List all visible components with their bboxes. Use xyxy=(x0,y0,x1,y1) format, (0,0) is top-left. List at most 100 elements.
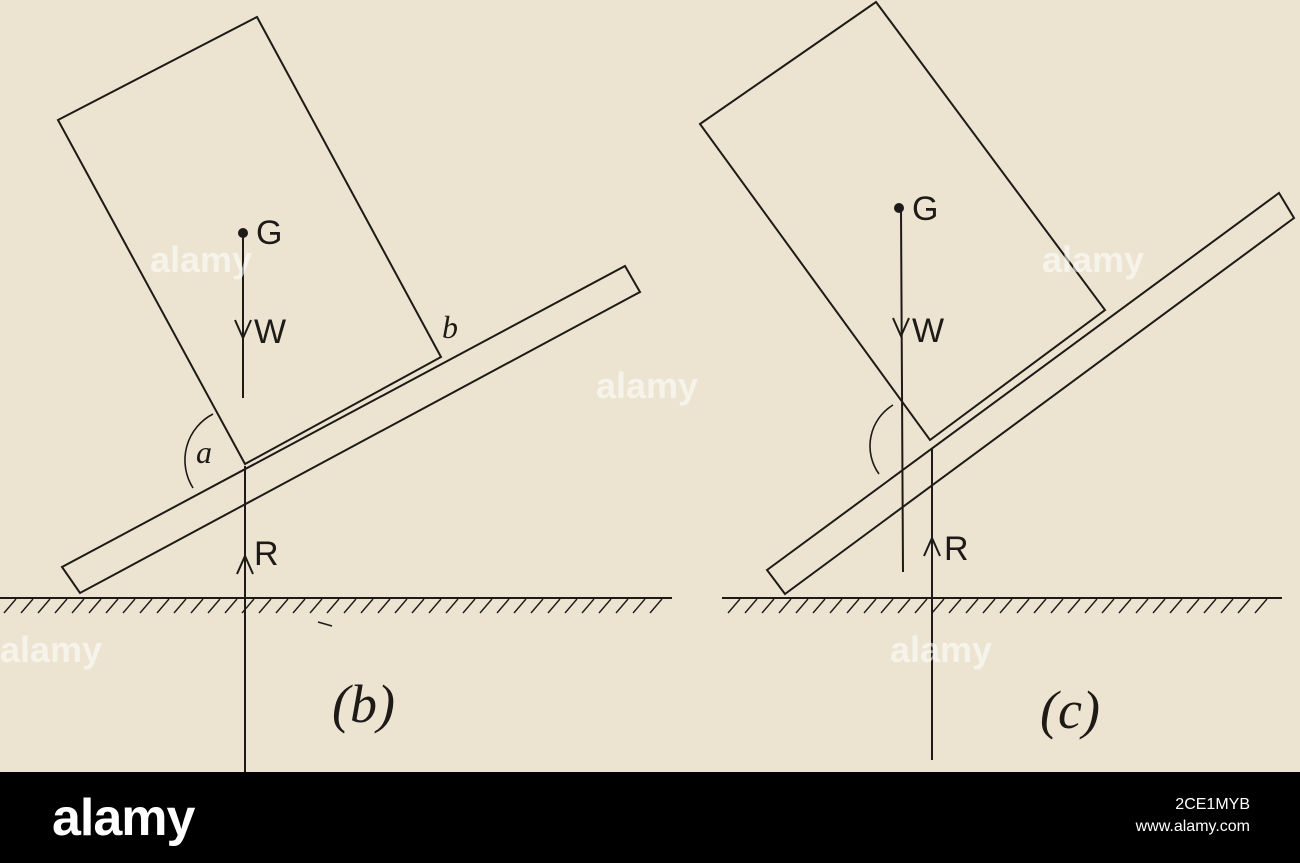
hatch-mark-b xyxy=(156,598,170,614)
hatch-mark-c xyxy=(1016,598,1030,614)
hatch-mark-b xyxy=(309,598,323,614)
hatch-mark-b xyxy=(462,598,476,614)
tilted-block-b xyxy=(56,15,443,466)
hatch-mark-c xyxy=(1254,598,1268,614)
hatch-mark-c xyxy=(897,598,911,614)
hatch-mark-c xyxy=(914,598,928,614)
weight-line-c xyxy=(900,209,904,573)
reaction-arrow-c xyxy=(923,535,941,557)
hatch-mark-b xyxy=(581,598,595,614)
hatch-mark-b xyxy=(71,598,85,614)
hatch-mark-b xyxy=(54,598,68,614)
hatch-mark-c xyxy=(1186,598,1200,614)
hatch-mark-b xyxy=(564,598,578,614)
weight-arrow-c xyxy=(892,317,910,339)
label-r-b: R xyxy=(254,535,279,573)
hatch-mark-b xyxy=(649,598,663,614)
hatch-mark-c xyxy=(1084,598,1098,614)
watermark-5: alamy xyxy=(890,629,992,670)
hatch-mark-c xyxy=(1237,598,1251,614)
label-angle-a: a xyxy=(196,434,212,470)
hatch-mark-c xyxy=(829,598,843,614)
ground-hatching-b xyxy=(3,598,663,614)
footer-logo[interactable]: alamy xyxy=(52,789,195,847)
hatch-mark-b xyxy=(326,598,340,614)
angle-arc-c xyxy=(869,404,894,475)
hatch-mark-c xyxy=(1050,598,1064,614)
caption-c: (c) xyxy=(1040,680,1100,740)
watermark-3: alamy xyxy=(1042,239,1144,280)
hatch-mark-b xyxy=(105,598,119,614)
hatch-mark-b xyxy=(3,598,17,614)
hatch-mark-c xyxy=(999,598,1013,614)
hatch-mark-b xyxy=(598,598,612,614)
hatch-mark-b xyxy=(20,598,34,614)
footer-url-link[interactable]: www.alamy.com xyxy=(1135,818,1250,835)
hatch-mark-b xyxy=(88,598,102,614)
hatch-mark-c xyxy=(744,598,758,614)
hatch-mark-b xyxy=(632,598,646,614)
weight-arrow-b xyxy=(234,319,252,341)
inclined-plank-c xyxy=(765,191,1296,596)
image-id: 2CE1MYB xyxy=(1175,796,1250,813)
hatch-mark-c xyxy=(761,598,775,614)
watermark-4: alamy xyxy=(0,629,102,670)
center-of-gravity-c xyxy=(894,203,904,213)
label-w-c: W xyxy=(912,312,944,350)
hatch-mark-b xyxy=(224,598,238,614)
tilted-block-c xyxy=(698,0,1107,442)
hatch-mark-b xyxy=(428,598,442,614)
hatch-mark-b xyxy=(258,598,272,614)
hatch-mark-b xyxy=(37,598,51,614)
label-corner-b: b xyxy=(442,309,458,345)
label-r-c: R xyxy=(944,530,969,568)
hatch-mark-c xyxy=(1169,598,1183,614)
footer-meta: 2CE1MYB www.alamy.com xyxy=(1136,794,1250,838)
inclined-plank-b xyxy=(60,264,642,595)
hatch-mark-b xyxy=(411,598,425,614)
hatch-mark-c xyxy=(1033,598,1047,614)
hatch-mark-c xyxy=(1101,598,1115,614)
hatch-mark-b xyxy=(394,598,408,614)
hatch-mark-c xyxy=(1152,598,1166,614)
hatch-mark-c xyxy=(795,598,809,614)
caption-b: (b) xyxy=(332,674,395,734)
hatch-mark-b xyxy=(377,598,391,614)
angle-arc-a xyxy=(184,413,214,489)
hatch-mark-c xyxy=(931,598,945,614)
watermark-2: alamy xyxy=(596,365,698,406)
watermarks: alamy alamy alamy alamy alamy xyxy=(0,239,1144,670)
footer-bar: alamy 2CE1MYB www.alamy.com xyxy=(0,772,1300,863)
hatch-mark-c xyxy=(1067,598,1081,614)
hatch-mark-b xyxy=(275,598,289,614)
hatch-mark-c xyxy=(1135,598,1149,614)
hatch-mark-b xyxy=(496,598,510,614)
reaction-arrow-b xyxy=(236,553,254,575)
hatch-mark-b xyxy=(530,598,544,614)
hatch-mark-b xyxy=(292,598,306,614)
hatch-mark-b xyxy=(513,598,527,614)
hatch-mark-c xyxy=(1118,598,1132,614)
hatch-mark-c xyxy=(1220,598,1234,614)
hatch-mark-b xyxy=(241,598,255,614)
stray-mark xyxy=(317,621,333,627)
hatch-mark-c xyxy=(863,598,877,614)
hatch-mark-b xyxy=(615,598,629,614)
hatch-mark-b xyxy=(479,598,493,614)
watermark-1: alamy xyxy=(150,239,252,280)
ground-hatching-c xyxy=(727,598,1268,614)
hatch-mark-c xyxy=(846,598,860,614)
hatch-mark-b xyxy=(207,598,221,614)
hatch-mark-b xyxy=(190,598,204,614)
hatch-mark-b xyxy=(139,598,153,614)
diagram-canvas: G W R a b (b) G W R (c) alamy alamy alam… xyxy=(0,0,1296,772)
hatch-mark-c xyxy=(812,598,826,614)
label-g-b: G xyxy=(256,214,282,252)
hatch-mark-c xyxy=(965,598,979,614)
hatch-mark-c xyxy=(948,598,962,614)
hatch-mark-c xyxy=(727,598,741,614)
hatch-mark-c xyxy=(778,598,792,614)
diagram-figure: G W R a b (b) G W R (c) alamy alamy alam… xyxy=(0,0,1296,772)
label-w-b: W xyxy=(254,313,286,351)
label-g-c: G xyxy=(912,190,938,228)
